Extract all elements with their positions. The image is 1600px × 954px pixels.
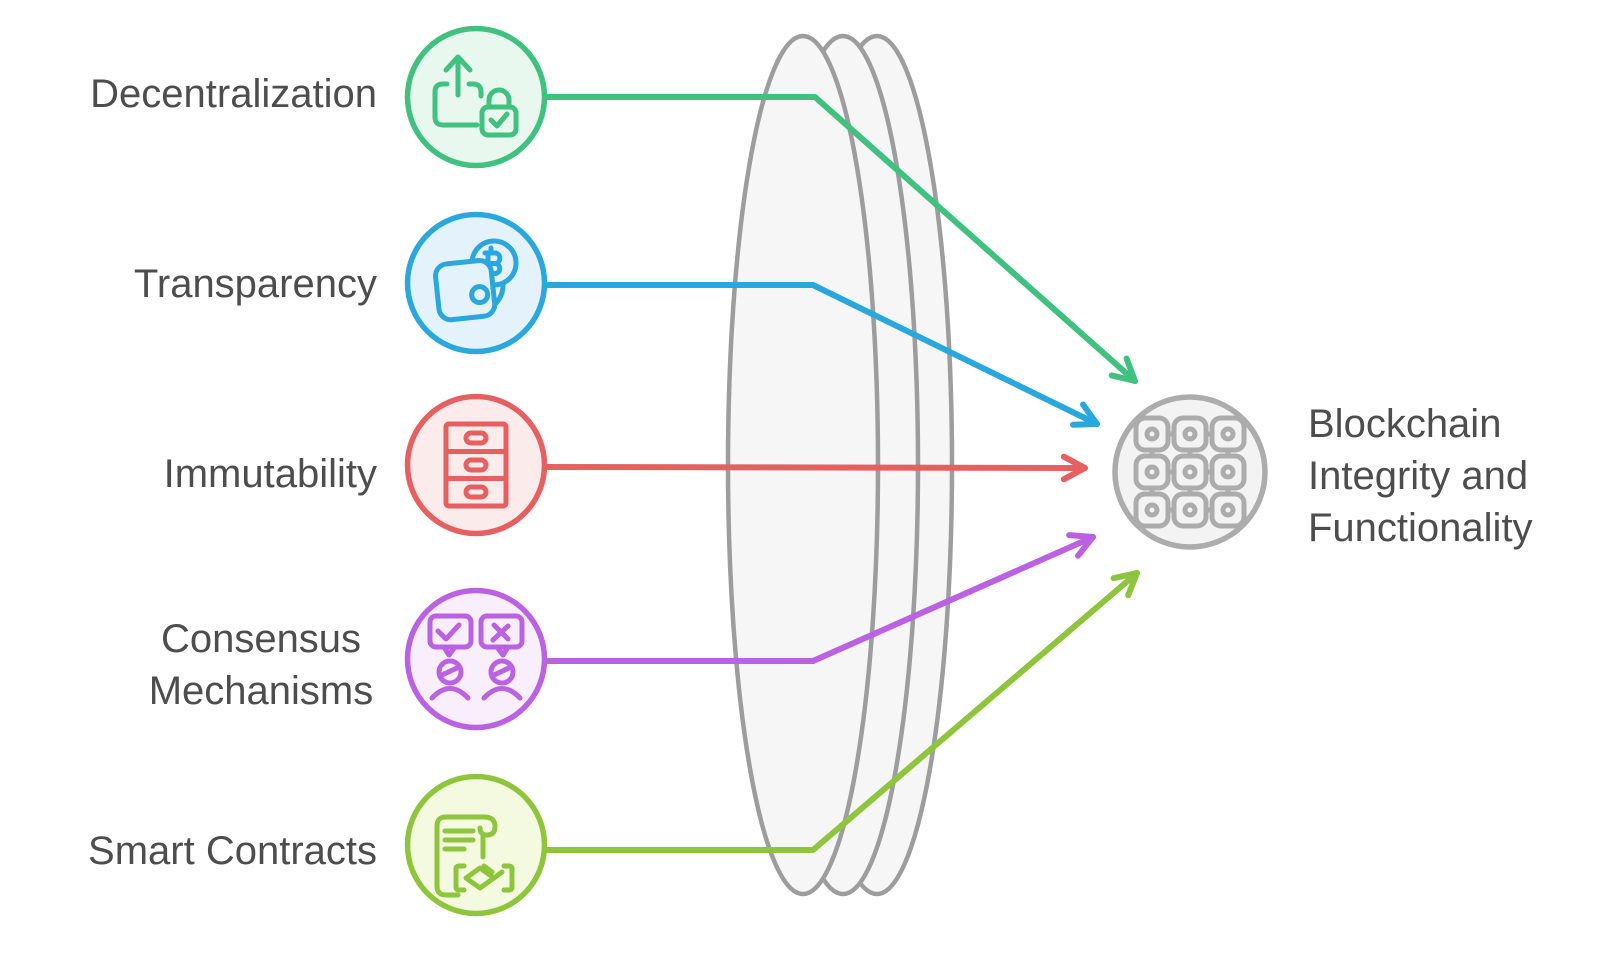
- connector-line: [540, 282, 1100, 427]
- upload-lock-icon: [432, 54, 519, 138]
- connector-line: [540, 464, 1088, 471]
- connector-line: [540, 570, 1140, 853]
- label-decentralization: Decentralization: [90, 72, 377, 116]
- consensus-mechanisms-node: [404, 587, 548, 731]
- consensus-mechanisms-node-circle: [404, 587, 548, 731]
- label-immutability: Immutability: [163, 452, 377, 496]
- vote-people-icon: [427, 613, 525, 701]
- immutability-node: [404, 393, 548, 537]
- contract-handshake-icon: [434, 814, 515, 898]
- drawer-cabinet-icon: [443, 421, 509, 509]
- target-node: [1112, 394, 1268, 550]
- transparency-node: [404, 211, 548, 355]
- wallet-bitcoin-icon: [433, 238, 519, 323]
- arrowhead: [1070, 401, 1100, 428]
- connector-smart-contracts: [540, 570, 1140, 853]
- label-target: Blockchain Integrity and Functionality: [1308, 402, 1533, 550]
- arrowhead: [1110, 570, 1140, 599]
- arrowhead: [1108, 355, 1138, 384]
- label-consensus-mechanisms: Consensus Mechanisms: [148, 617, 374, 713]
- smart-contracts-node-circle: [404, 773, 548, 917]
- decentralization-node-circle: [404, 25, 548, 169]
- connector-immutability: [540, 453, 1088, 483]
- connector-consensus-mechanisms: [540, 532, 1096, 664]
- connector-line: [540, 94, 1138, 384]
- blockchain-grid-icon: [1133, 415, 1247, 529]
- smart-contracts-node: [404, 773, 548, 917]
- decentralization-node: [404, 25, 548, 169]
- arrowhead: [1060, 453, 1088, 483]
- label-smart-contracts: Smart Contracts: [88, 829, 377, 873]
- connector-decentralization: [540, 94, 1138, 384]
- label-transparency: Transparency: [133, 262, 377, 306]
- connector-line: [540, 534, 1096, 664]
- immutability-node-circle: [404, 393, 548, 537]
- arrowhead: [1066, 532, 1096, 559]
- connector-transparency: [540, 282, 1100, 428]
